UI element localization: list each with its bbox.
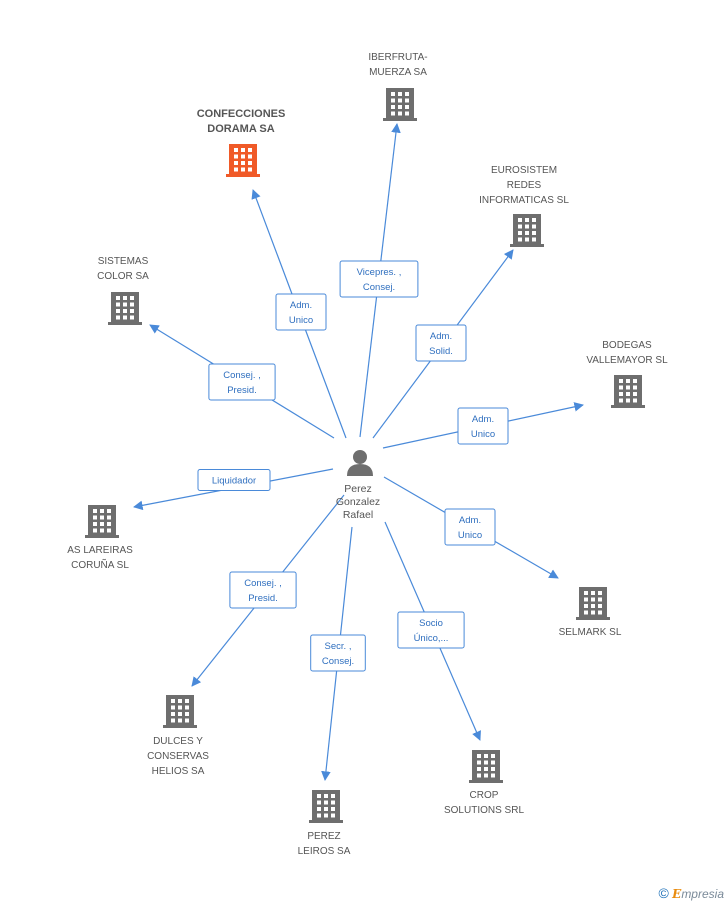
company-label-line: BODEGAS <box>602 340 652 351</box>
role-text: Presid. <box>227 385 257 396</box>
company-label-line: HELIOS SA <box>152 766 205 777</box>
company-label-line: CROP <box>470 790 499 801</box>
company-label-line: AS LAREIRAS <box>67 545 133 556</box>
role-label-dulces[interactable]: Consej. , Presid. <box>229 571 297 609</box>
person-name-line: Perez <box>344 483 371 495</box>
company-label-line: REDES <box>507 180 542 191</box>
company-label-line: DULCES Y <box>153 736 203 747</box>
role-text: Adm. <box>472 414 494 425</box>
role-text: Unico <box>471 429 495 440</box>
role-text: Adm. <box>459 515 481 526</box>
person-icon[interactable] <box>347 450 373 476</box>
role-label-sistemas[interactable]: Consej. , Presid. <box>208 363 276 401</box>
role-text: Socio <box>419 618 443 629</box>
company-label-line: EUROSISTEM <box>491 165 557 176</box>
company-label-line: VALLEMAYOR SL <box>586 355 668 366</box>
company-label-eurosistem[interactable]: EUROSISTEM REDES INFORMATICAS SL <box>479 165 569 206</box>
brand-name: mpresia <box>681 887 724 901</box>
role-label-eurosistem[interactable]: Adm. Solid. <box>415 324 467 362</box>
role-text: Presid. <box>248 593 278 604</box>
role-text: Solid. <box>429 346 453 357</box>
building-icon[interactable] <box>309 790 343 823</box>
role-text: Adm. <box>290 300 312 311</box>
role-text: Consej. <box>363 282 395 293</box>
role-text: Unico <box>289 315 313 326</box>
company-label-crop[interactable]: CROP SOLUTIONS SRL <box>444 790 524 816</box>
company-label-perezleiros[interactable]: PEREZ LEIROS SA <box>298 831 351 857</box>
company-label-line: PEREZ <box>307 831 340 842</box>
role-text: Unico <box>458 530 482 541</box>
role-label-confecciones[interactable]: Adm. Unico <box>275 293 327 331</box>
role-label-crop[interactable]: SocioÚnico,... <box>397 611 465 649</box>
building-icon[interactable] <box>611 375 645 408</box>
role-text: Consej. , <box>244 578 282 589</box>
company-label-iberfruta[interactable]: IBERFRUTA- MUERZA SA <box>368 52 427 78</box>
person-name-line: Rafael <box>343 509 373 521</box>
role-text: Liquidador <box>212 476 256 487</box>
role-text: Adm. <box>430 331 452 342</box>
role-text: Secr. , <box>325 641 352 652</box>
company-label-line: IBERFRUTA- <box>368 52 427 63</box>
role-text: Consej. , <box>223 370 261 381</box>
company-label-line: MUERZA SA <box>369 67 427 78</box>
empresia-watermark[interactable]: © Empresia <box>658 885 724 901</box>
copyright-symbol: © <box>658 885 669 901</box>
company-label-selmark[interactable]: SELMARK SL <box>559 627 622 638</box>
role-label-bodegas[interactable]: Adm. Unico <box>457 407 509 445</box>
role-label-selmark[interactable]: Adm. Unico <box>444 508 496 546</box>
company-label-line: LEIROS SA <box>298 846 351 857</box>
role-text: Único,... <box>414 633 449 644</box>
company-label-line: CORUÑA SL <box>71 558 129 571</box>
building-icon[interactable] <box>108 292 142 325</box>
company-label-lareiras[interactable]: AS LAREIRAS CORUÑA SL <box>67 545 133 571</box>
building-icon[interactable] <box>469 750 503 783</box>
role-label-iberfruta[interactable]: Vicepres. , Consej. <box>339 260 419 298</box>
building-icon[interactable] <box>85 505 119 538</box>
company-label-line: INFORMATICAS SL <box>479 195 569 206</box>
building-icon[interactable] <box>576 587 610 620</box>
company-label-line: CONSERVAS <box>147 751 209 762</box>
company-label-bodegas[interactable]: BODEGAS VALLEMAYOR SL <box>586 340 668 366</box>
building-icon[interactable] <box>226 144 260 177</box>
person-name-line: Gonzalez <box>336 496 380 508</box>
role-text: Vicepres. , <box>357 267 402 278</box>
company-label-line: SISTEMAS <box>98 256 149 267</box>
company-label-line: SOLUTIONS SRL <box>444 805 524 816</box>
company-label-confecciones[interactable]: CONFECCIONES DORAMA SA <box>197 108 286 135</box>
role-label-lareiras[interactable]: Liquidador <box>197 469 271 491</box>
building-icon[interactable] <box>510 214 544 247</box>
role-text: Consej. <box>322 656 354 667</box>
company-label-line: DORAMA SA <box>207 123 274 135</box>
role-label-perezleiros[interactable]: Secr. , Consej. <box>310 634 366 672</box>
brand-initial: E <box>672 887 682 901</box>
company-label-dulces[interactable]: DULCES Y CONSERVAS HELIOS SA <box>147 736 209 777</box>
company-label-line: CONFECCIONES <box>197 108 286 120</box>
company-label-line: COLOR SA <box>97 271 149 282</box>
company-label-sistemas[interactable]: SISTEMAS COLOR SA <box>97 256 149 282</box>
building-icon[interactable] <box>383 88 417 121</box>
building-icon[interactable] <box>163 695 197 728</box>
company-label-line: SELMARK SL <box>559 627 622 638</box>
